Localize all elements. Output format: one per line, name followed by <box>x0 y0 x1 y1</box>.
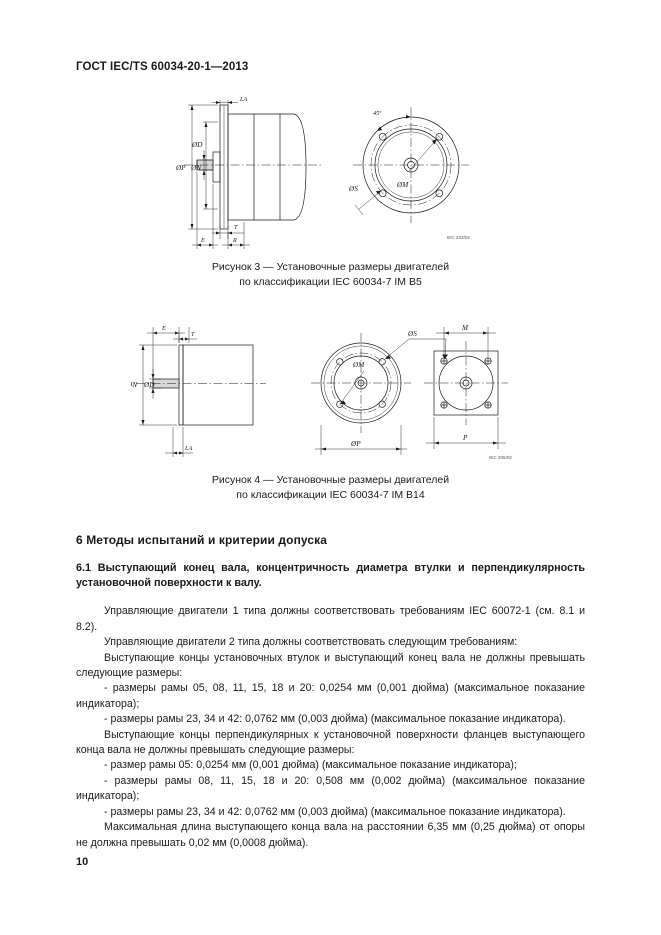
page-number: 10 <box>76 856 89 868</box>
figure-4-label-e: E <box>161 325 166 332</box>
figure-3: LA ØP ØN ØD <box>0 92 661 289</box>
figure-3-label-angle: 45º <box>373 110 382 117</box>
figure-3-label-e: E <box>200 237 205 244</box>
paragraph-2: Управляющие двигатели 2 типа должны соот… <box>104 636 518 649</box>
figure-4-caption-line1: Рисунок 4 — Установочные размеры двигате… <box>211 474 450 486</box>
figure-3-caption-line1: Рисунок 3 — Установочные размеры двигате… <box>211 261 450 273</box>
figure-3-label-n: ØN <box>190 164 202 172</box>
figure-4-label-n: ØN <box>131 381 138 389</box>
bullet-2: - размеры рамы 23, 34 и 42: 0,0762 мм (0… <box>104 713 566 726</box>
figure-4-caption: Рисунок 4 — Установочные размеры двигате… <box>0 473 661 502</box>
bullet-5: - размеры рамы 23, 34 и 42: 0,0762 мм (0… <box>104 805 566 818</box>
figure-3-drawing: LA ØP ØN ØD <box>175 96 470 249</box>
page-header: ГОСТ IEC/TS 60034-20-1—2013 <box>76 61 249 73</box>
section-body: 6 Методы испытаний и критерии допуска 6.… <box>76 533 585 851</box>
paragraph-4: Выступающие концы перпендикулярных к уст… <box>76 728 585 757</box>
figure-3-iec-ref: IEC 203/02 <box>447 235 470 240</box>
figure-3-label-t: T <box>234 224 238 231</box>
figure-4-label-m: M <box>461 325 469 332</box>
figure-3-label-p: ØP <box>175 164 186 172</box>
section-title: 6 Методы испытаний и критерии допуска <box>76 533 328 547</box>
paragraph-3: Выступающие концы установочных втулок и … <box>76 651 585 680</box>
figure-3-caption-line2: по классификации IEC 60034-7 IM B5 <box>239 275 422 288</box>
figure-4: E T ØN ØD <box>0 325 661 502</box>
figure-4-label-s: ØS <box>407 330 417 338</box>
figure-4-label-d: ØD <box>143 381 155 389</box>
figure-3-label-la: LA <box>239 96 247 103</box>
figure-3-label-m: ØM <box>396 181 409 189</box>
figure-3-label-d: ØD <box>191 141 203 149</box>
figure-3-caption: Рисунок 3 — Установочные размеры двигате… <box>0 260 661 289</box>
paragraph-5: Максимальная длина выступающего конца ва… <box>76 821 585 849</box>
figure-4-iec-ref: IEC 205/02 <box>489 455 512 460</box>
paragraph-1: Управляющие двигатели 1 типа должны соот… <box>76 605 585 633</box>
bullet-3: - размер рамы 05: 0,0254 мм (0,001 дюйма… <box>104 759 517 772</box>
bullet-4: - размеры рамы 08, 11, 15, 18 и 20: 0,50… <box>76 774 585 803</box>
figure-4-drawing: E T ØN ØD <box>131 325 512 460</box>
figure-4-label-p-dia: ØP <box>350 440 361 448</box>
figure-4-label-la: LA <box>184 445 192 452</box>
subsection-title: 6.1 Выступающий конец вала, концентрично… <box>76 562 585 590</box>
figure-3-label-s: ØS <box>348 185 358 193</box>
figure-4-caption-line2: по классификации IEC 60034-7 IM B14 <box>236 488 425 501</box>
bullet-1: - размеры рамы 05, 08, 11, 15, 18 и 20: … <box>76 682 585 710</box>
figure-4-label-t: T <box>191 331 195 338</box>
figure-4-label-m-dia: ØM <box>352 361 365 369</box>
figure-4-label-p: P <box>462 434 468 442</box>
figure-3-label-r: R <box>232 237 237 244</box>
